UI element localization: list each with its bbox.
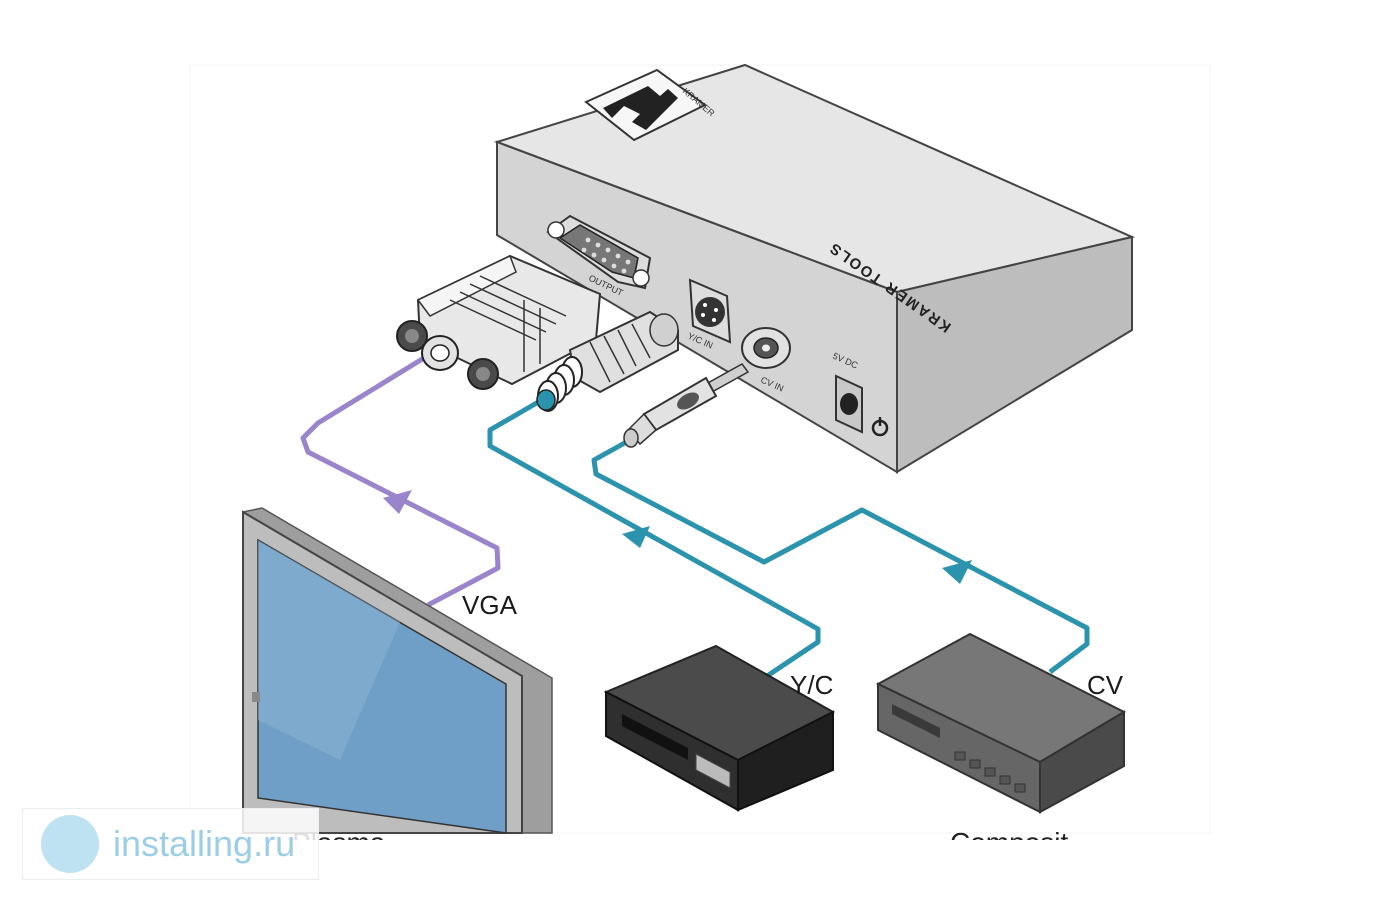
vga-arrow-icon <box>383 490 412 514</box>
cv-cable <box>591 437 1090 674</box>
plasma-display <box>241 507 553 834</box>
watermark-logo-icon <box>41 815 99 873</box>
cv-plug <box>623 363 750 448</box>
composite-caption: Composit <box>950 827 1068 858</box>
frame <box>189 64 1211 834</box>
watermark-text: installing.ru <box>113 823 296 864</box>
yc-source-device <box>603 644 836 812</box>
cv-label: CV <box>1087 670 1124 700</box>
cv-in-port: CV IN <box>741 327 791 394</box>
vga-cable <box>300 347 501 608</box>
vga-label: VGA <box>462 590 518 620</box>
yc-cable <box>487 394 821 685</box>
converter-box: KRAMER KRAMER TOOLS OUTPUT <box>493 63 1136 474</box>
cv-source-device <box>875 632 1127 814</box>
yc-label: Y/C <box>790 670 833 700</box>
vga-plug <box>396 254 602 390</box>
watermark: installing.ru <box>22 808 319 880</box>
yc-plug <box>536 310 679 412</box>
yc-arrow-icon <box>622 526 650 548</box>
cv-arrow-icon <box>942 560 972 584</box>
